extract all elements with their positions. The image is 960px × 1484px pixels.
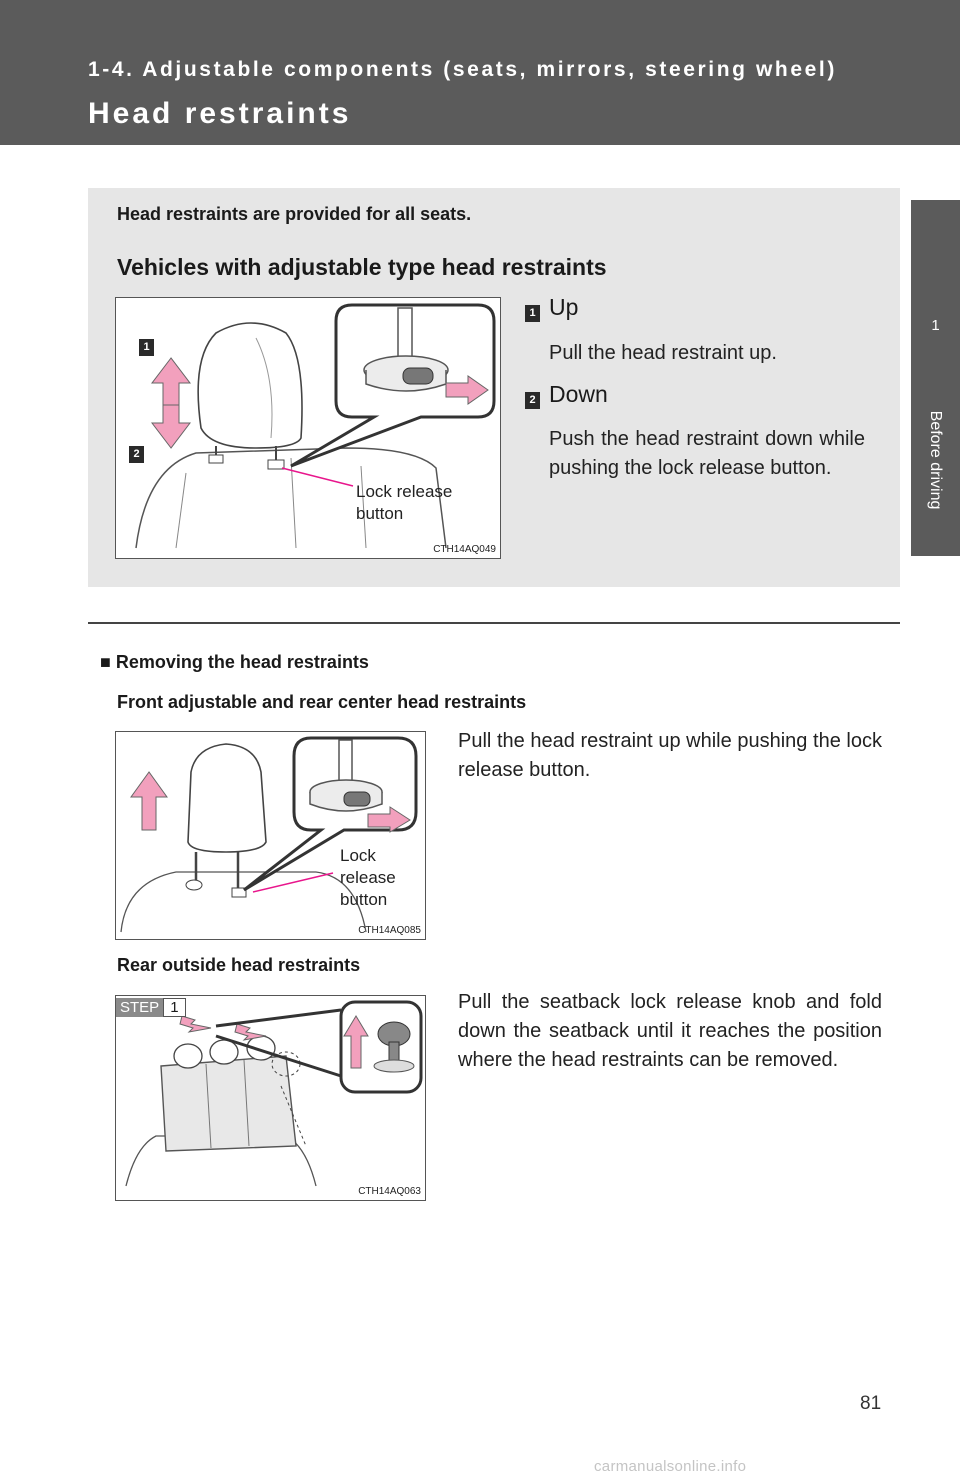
step-1-label: Up <box>549 294 579 320</box>
page-title: Head restraints <box>88 97 352 130</box>
chapter-number: 1 <box>931 317 940 334</box>
chapter-tab <box>911 200 960 556</box>
figure-adjust-head-restraint: 1 2 Lock release button CTH14AQ049 <box>115 297 501 559</box>
figure-code: CTH14AQ049 <box>433 544 496 555</box>
step-indicator: STEP 1 <box>116 998 186 1017</box>
removing-heading: ■ Removing the head restraints <box>100 652 369 672</box>
lock-release-callout: Lock release button <box>356 482 453 523</box>
front-subtitle: Front adjustable and rear center head re… <box>117 692 527 712</box>
step-1-desc: Pull the head restraint up. <box>549 342 777 364</box>
section-title: 1-4. Adjustable components (seats, mirro… <box>88 58 837 81</box>
page-number: 81 <box>860 1393 882 1414</box>
front-figure-code: CTH14AQ085 <box>358 925 421 936</box>
badge-down: 2 <box>129 446 144 463</box>
chapter-label: Before driving <box>927 410 944 510</box>
step-2-badge: 2 <box>525 392 540 409</box>
watermark: carmanualsonline.info <box>594 1458 747 1475</box>
front-restraint-illustration <box>120 736 418 933</box>
step-1-badge: 1 <box>525 305 540 322</box>
rear-figure-code: CTH14AQ063 <box>358 1186 421 1197</box>
adjustable-subhead: Vehicles with adjustable type head restr… <box>117 254 607 280</box>
step-2-label: Down <box>549 381 608 407</box>
intro-text: Head restraints are provided for all sea… <box>117 204 472 224</box>
section-divider <box>88 622 900 624</box>
rear-instructions: Pull the seatback lock release knob and … <box>458 991 882 1071</box>
seat-illustration <box>135 303 496 549</box>
figure-remove-rear: STEP 1 CTH14AQ063 <box>115 995 426 1201</box>
badge-up: 1 <box>139 339 154 356</box>
figure-remove-front: Lock release button CTH14AQ085 <box>115 731 426 940</box>
rear-seat-illustration <box>125 1000 423 1187</box>
header-band <box>0 0 960 145</box>
front-instructions: Pull the head restraint up while pushing… <box>458 730 882 781</box>
step-2-desc: Push the head restraint down while pushi… <box>549 428 865 479</box>
front-lock-callout: Lock release button <box>340 846 396 909</box>
rear-subtitle: Rear outside head restraints <box>117 955 361 975</box>
